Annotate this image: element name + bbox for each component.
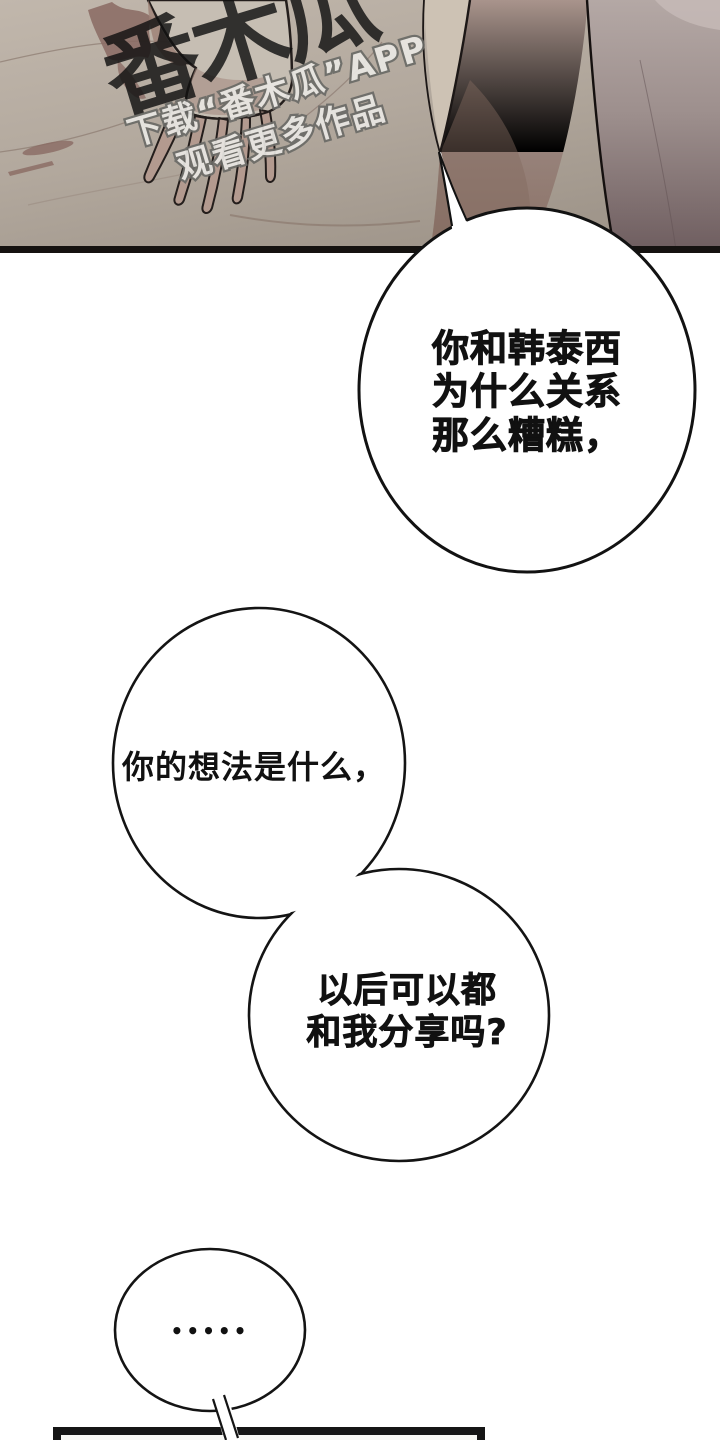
contour-line-wedge xyxy=(422,0,441,154)
speech-bubble-1-line-2: 为什么关系 xyxy=(432,370,622,413)
speech-bubble-4-tail xyxy=(211,1388,240,1440)
hand-illustration xyxy=(143,0,294,214)
contour-line-left xyxy=(438,0,472,154)
speech-bubble-1-line-3: 那么糟糕， xyxy=(432,414,622,457)
contour-line-right xyxy=(585,0,617,253)
corner-highlight xyxy=(655,0,720,30)
knuckle-line xyxy=(185,111,269,120)
panel-bottom-border xyxy=(0,246,720,253)
speech-bubble-3-line-2: 和我分享吗? xyxy=(306,1013,507,1053)
speech-bubble-1-line-1: 你和韩泰西 xyxy=(431,327,622,370)
speech-bubble-3-line-1: 以后可以都 xyxy=(317,971,497,1011)
body-mass-center xyxy=(424,0,588,253)
speech-bubble-3-shape xyxy=(247,867,551,1163)
speech-bubble-2-refill xyxy=(115,610,403,916)
bottom-panel-frame xyxy=(53,1427,485,1440)
speech-bubble-4-tail-edge-right xyxy=(222,1394,240,1439)
sheet-shadow-blotches xyxy=(8,2,152,176)
speech-bubble-4-tail-edge-left xyxy=(211,1398,228,1440)
speech-bubble-4-dots: ••••• xyxy=(171,1319,250,1343)
forearm-shadow xyxy=(148,0,188,66)
speech-bubble-4: ••••• xyxy=(113,1247,307,1440)
speech-bubble-1-shape xyxy=(357,206,697,574)
speech-bubble-1-tail-edge-left xyxy=(437,151,454,227)
palm-shading xyxy=(189,68,268,116)
speech-bubble-2-line-1: 你的想法是什么， xyxy=(121,748,386,786)
light-fabric-wedge xyxy=(424,0,471,152)
speech-bubble-1-tail-edge-right xyxy=(438,151,468,222)
right-crease xyxy=(639,59,677,251)
speech-bubble-pair: 你的想法是什么， 以后可以都 和我分享吗? xyxy=(111,606,551,1163)
speech-bubble-1: 你和韩泰西 为什么关系 那么糟糕， xyxy=(357,151,697,574)
fingers xyxy=(143,107,277,214)
body-mass-right xyxy=(586,0,720,253)
top-panel-artwork: 番木瓜 下载“番木瓜”APP 观看更多作品 xyxy=(0,0,720,253)
speech-bubble-4-shape xyxy=(113,1247,307,1413)
